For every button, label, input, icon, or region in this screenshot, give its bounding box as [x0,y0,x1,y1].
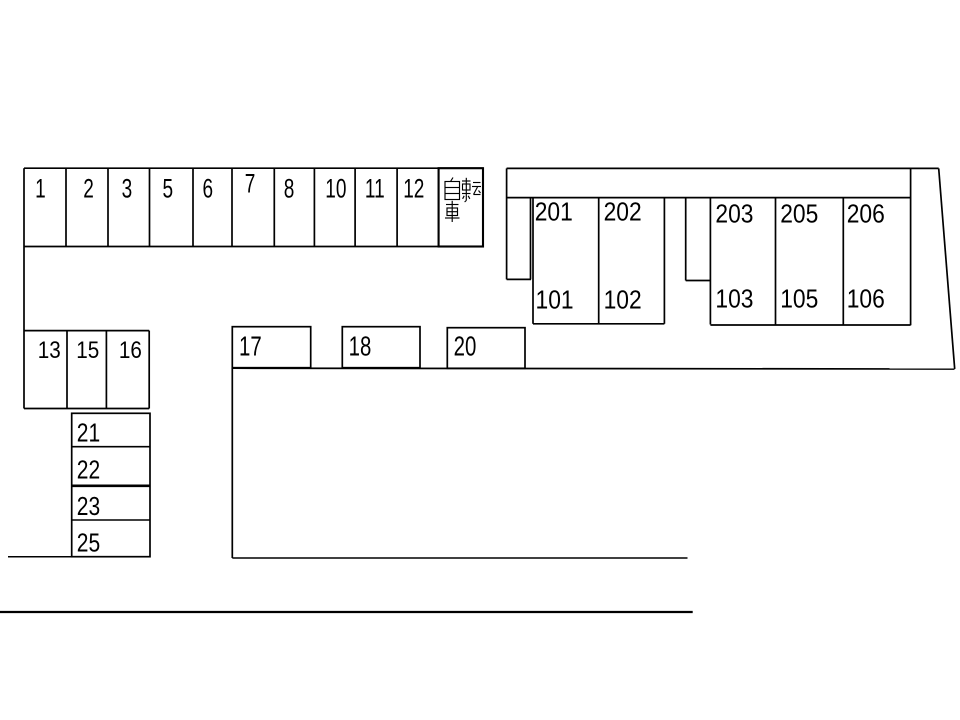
svg-text:6: 6 [203,173,214,203]
svg-text:206: 206 [847,200,885,229]
svg-text:21: 21 [77,420,100,449]
svg-text:13: 13 [38,336,61,363]
svg-text:23: 23 [77,493,100,522]
svg-text:3: 3 [122,173,133,203]
svg-text:25: 25 [77,530,100,559]
svg-text:105: 105 [780,285,818,314]
svg-text:18: 18 [349,332,372,363]
svg-text:15: 15 [76,336,99,363]
svg-text:8: 8 [284,173,295,203]
svg-text:5: 5 [163,173,174,203]
svg-text:12: 12 [403,173,424,203]
svg-text:1: 1 [35,173,46,203]
svg-text:201: 201 [535,198,573,227]
svg-text:11: 11 [365,173,385,203]
svg-text:10: 10 [325,173,346,203]
svg-text:202: 202 [604,198,642,227]
svg-text:106: 106 [847,285,885,314]
svg-text:2: 2 [83,173,94,203]
svg-text:16: 16 [119,336,142,363]
svg-text:102: 102 [604,286,642,315]
svg-text:205: 205 [780,200,818,229]
svg-text:7: 7 [245,168,256,198]
svg-text:17: 17 [239,332,262,363]
svg-text:101: 101 [536,286,574,315]
svg-text:20: 20 [454,332,477,363]
svg-text:22: 22 [77,456,100,485]
svg-text:203: 203 [715,200,753,229]
svg-text:103: 103 [715,285,753,314]
